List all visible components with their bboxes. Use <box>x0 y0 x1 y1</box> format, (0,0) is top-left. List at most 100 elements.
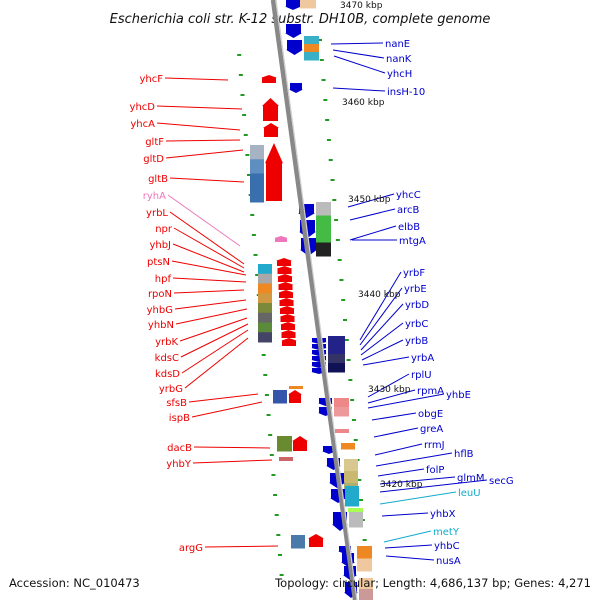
label-leader-line <box>180 323 249 358</box>
annotation-block <box>345 486 359 497</box>
gene-label-ispB: ispB <box>169 413 190 424</box>
label-leader-line <box>330 42 384 45</box>
gene-label-kdsC: kdsC <box>155 353 179 364</box>
label-leader-line <box>373 427 419 438</box>
genome-backbone <box>270 0 358 600</box>
coordinate-label: 3430 kbp <box>368 385 411 395</box>
gene-label-yhbG: yhbG <box>147 305 173 316</box>
gene-label-yhcC: yhcC <box>396 190 421 201</box>
gene-label-rrmJ: rrmJ <box>424 440 445 451</box>
label-leader-line <box>179 317 248 342</box>
gene-label-greA: greA <box>420 424 443 435</box>
label-leader-line <box>379 479 488 493</box>
annotation-block <box>316 242 331 257</box>
annotation-block <box>341 443 355 450</box>
annotation-block <box>258 303 272 314</box>
gene-label-leuU: leuU <box>458 488 481 499</box>
annotation-block <box>258 312 272 323</box>
annotation-block <box>316 215 331 230</box>
label-leader-line <box>349 208 396 221</box>
label-leader-line <box>164 77 229 81</box>
annotation-block <box>258 322 272 333</box>
gene-label-nusA: nusA <box>436 556 461 567</box>
annotation-block <box>328 354 345 364</box>
topology-summary: Topology: circular; Length: 4,686,137 bp… <box>275 576 591 590</box>
accession-label: Accession: NC_010473 <box>9 576 140 590</box>
gene-label-yhcF: yhcF <box>139 74 163 85</box>
gene-label-gltB: gltB <box>148 174 168 185</box>
gene-label-ptsN: ptsN <box>147 257 170 268</box>
annotation-block <box>258 273 272 284</box>
gene-label-argG: argG <box>179 543 203 554</box>
label-leader-line <box>385 555 435 561</box>
coordinate-label: 3420 kbp <box>380 480 423 490</box>
reverse-gene-arrow <box>285 0 301 10</box>
annotation-block <box>258 332 272 343</box>
annotation-block <box>250 173 264 189</box>
coordinate-label: 3460 kbp <box>342 98 385 108</box>
forward-gene-arrow <box>308 534 324 547</box>
gene-label-obgE: obgE <box>418 409 443 420</box>
label-leader-line <box>165 139 241 142</box>
gene-label-yhbN: yhbN <box>148 320 174 331</box>
gene-label-yrbB: yrbB <box>405 336 428 347</box>
backbone-line <box>270 0 358 600</box>
annotation-block <box>304 36 319 45</box>
label-leader-line <box>379 491 457 505</box>
annotation-block <box>335 429 349 433</box>
gene-label-yhbC: yhbC <box>434 541 460 552</box>
label-leader-line <box>379 476 456 485</box>
forward-gene-arrow <box>278 290 294 298</box>
label-leader-line <box>332 49 385 59</box>
forward-gene-arrow <box>276 258 292 266</box>
annotation-block <box>316 229 331 243</box>
gene-label-yrbG: yrbG <box>159 384 183 395</box>
coordinate-label: 3470 kbp <box>340 1 383 11</box>
backbone-highlight <box>275 0 358 600</box>
label-leader-line <box>156 105 243 110</box>
label-leader-line <box>361 339 404 361</box>
label-leader-line <box>360 322 404 356</box>
gene-label-elbB: elbB <box>398 222 420 233</box>
annotation-block <box>291 535 305 549</box>
gene-label-mtgA: mtgA <box>399 236 426 247</box>
annotation-block <box>344 471 358 484</box>
label-leader-line <box>171 260 247 276</box>
gene-label-yhbE: yhbE <box>446 390 471 401</box>
gene-label-yrbE: yrbE <box>404 284 427 295</box>
label-leader-line <box>167 194 241 247</box>
label-leader-line <box>371 412 417 421</box>
label-leaders <box>156 42 488 561</box>
gene-label-nanK: nanK <box>386 54 412 65</box>
annotation-block <box>359 578 373 590</box>
gene-label-nanE: nanE <box>385 39 410 50</box>
gene-label-kdsD: kdsD <box>155 369 180 380</box>
label-leader-line <box>347 193 395 208</box>
forward-gene-arrow <box>265 143 283 201</box>
forward-gene-arrow <box>288 390 302 403</box>
gene-label-insH-10: insH-10 <box>387 87 425 98</box>
gene-label-rpmA: rpmA <box>417 386 444 397</box>
annotation-block <box>359 589 373 600</box>
gene-label-yhbJ: yhbJ <box>149 240 171 251</box>
label-leader-line <box>172 243 245 273</box>
label-leader-line <box>192 459 273 464</box>
gene-label-glmM: glmM <box>457 473 485 484</box>
annotation-block <box>277 436 292 452</box>
label-leader-line <box>384 544 433 549</box>
gene-label-metY: metY <box>433 527 460 538</box>
label-leader-line <box>184 337 249 389</box>
forward-gene-arrow <box>279 314 296 322</box>
annotation-block <box>300 0 316 9</box>
label-leader-line <box>367 373 410 398</box>
label-leader-line <box>333 55 386 74</box>
forward-gene-arrow <box>277 274 293 282</box>
label-leader-line <box>173 289 245 294</box>
label-leader-line <box>193 446 271 449</box>
label-leader-line <box>175 308 248 325</box>
coordinate-label: 3440 kbp <box>358 290 401 300</box>
annotation-block <box>357 558 372 572</box>
forward-gene-arrow <box>274 236 288 242</box>
